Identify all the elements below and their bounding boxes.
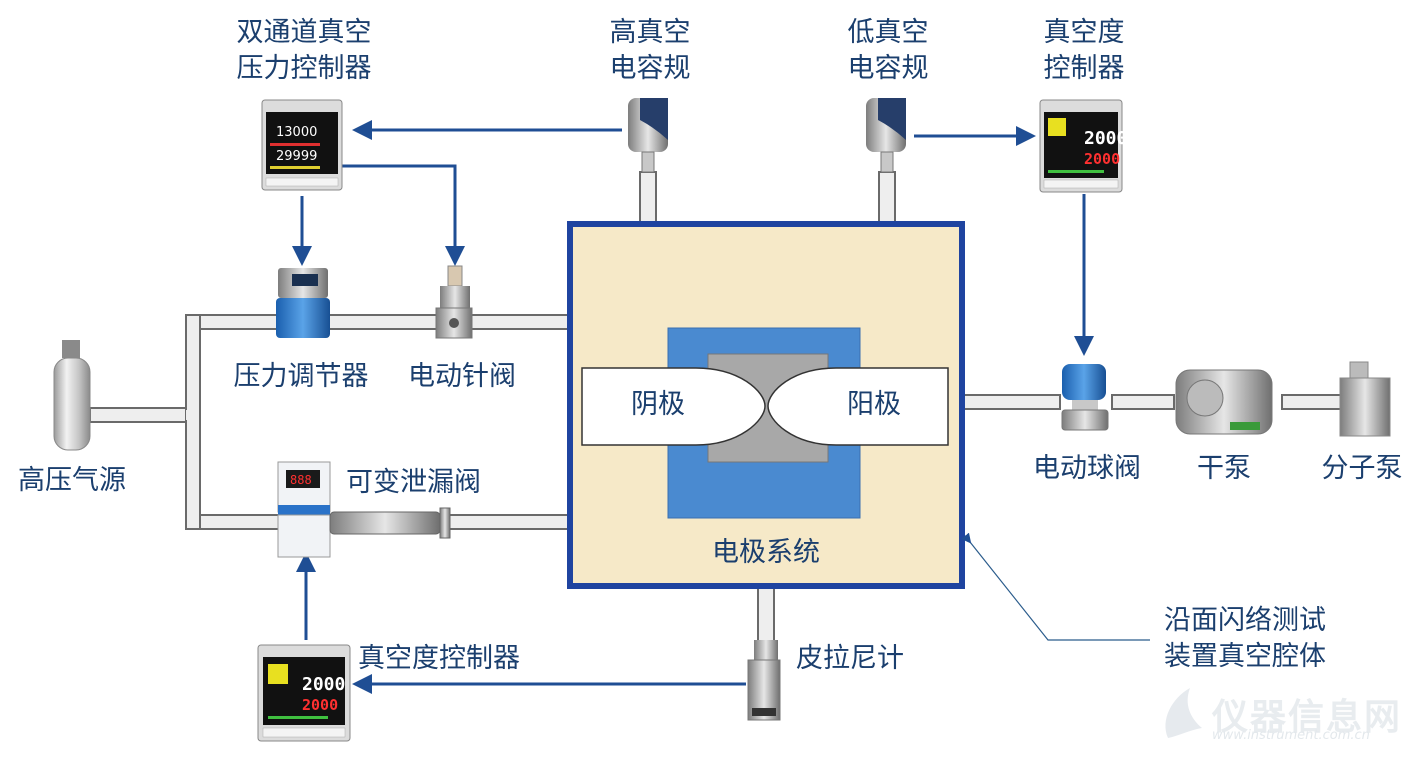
pressure-regulator <box>276 268 330 338</box>
vacuum-controller-top: 2000 2000 <box>1039 99 1127 193</box>
label-high-gauge-line1: 高真空 <box>609 17 691 48</box>
gas-cylinder <box>53 340 91 451</box>
watermark-text: 仪器信息网 <box>1212 697 1403 738</box>
electric-needle-valve <box>435 265 473 339</box>
pipe-valve-drypump <box>1111 394 1175 410</box>
label-dual-controller-line2: 压力控制器 <box>236 53 372 84</box>
label-chamber-line1: 沿面闪络测试 <box>1164 605 1326 636</box>
anode-shape <box>767 367 949 446</box>
label-gas-source: 高压气源 <box>18 465 126 496</box>
label-dual-controller-line1: 双通道真空 <box>236 17 372 48</box>
pipe-drypump-molpump <box>1281 394 1343 410</box>
label-leak-valve: 可变泄漏阀 <box>346 467 481 498</box>
dual-channel-controller: 13000 29999 <box>261 99 343 191</box>
label-vac-controller-top-line2: 控制器 <box>1043 53 1125 84</box>
top-controller-value-1: 2000 <box>1084 128 1127 149</box>
bottom-controller-value-1: 2000 <box>302 674 345 695</box>
cathode-shape <box>581 367 766 446</box>
label-pressure-regulator: 压力调节器 <box>233 361 369 392</box>
pipe-gas-source <box>89 407 199 423</box>
vacuum-controller-bottom: 2000 2000 <box>257 644 351 742</box>
label-vac-controller-top-line1: 真空度 <box>1043 17 1125 48</box>
low-vacuum-gauge <box>866 98 906 173</box>
control-arrows <box>292 120 1094 694</box>
arrow-dual-to-needle <box>340 164 465 266</box>
bottom-controller-value-2: 2000 <box>302 696 338 714</box>
pipe-low-gauge <box>878 171 896 225</box>
pipe-top-branch <box>185 314 571 330</box>
label-molecular-pump: 分子泵 <box>1321 453 1403 484</box>
label-anode: 阳极 <box>847 389 901 420</box>
pipe-high-gauge <box>639 171 657 225</box>
pipe-pump-line <box>961 394 1061 410</box>
label-vac-controller-bottom: 真空度控制器 <box>358 643 520 674</box>
watermark-url: www.instrument.com.cn <box>1212 728 1370 743</box>
svg-text:888: 888 <box>290 473 312 487</box>
variable-leak-valve: 888 <box>277 461 451 558</box>
label-cathode: 阴极 <box>631 389 685 420</box>
dry-pump <box>1175 369 1273 435</box>
pirani-gauge <box>747 640 781 721</box>
label-chamber-line2: 装置真空腔体 <box>1164 641 1326 672</box>
label-high-gauge-line2: 电容规 <box>609 53 691 84</box>
label-low-gauge-line1: 低真空 <box>847 17 929 48</box>
dual-top-value: 13000 <box>276 125 317 140</box>
label-electrode-system: 电极系统 <box>712 537 820 568</box>
label-pirani: 皮拉尼计 <box>796 643 904 674</box>
dual-bottom-value: 29999 <box>276 149 317 164</box>
electric-ball-valve <box>1061 364 1109 431</box>
high-vacuum-gauge <box>628 98 668 173</box>
watermark-logo-icon <box>1165 688 1202 738</box>
pipe-pirani <box>757 585 775 647</box>
label-ball-valve: 电动球阀 <box>1033 453 1141 484</box>
label-needle-valve: 电动针阀 <box>408 361 516 392</box>
label-dry-pump: 干泵 <box>1197 453 1251 484</box>
label-low-gauge-line2: 电容规 <box>847 53 929 84</box>
chamber-callout-line <box>961 532 1150 641</box>
top-controller-value-2: 2000 <box>1084 150 1120 168</box>
molecular-pump <box>1339 361 1391 437</box>
